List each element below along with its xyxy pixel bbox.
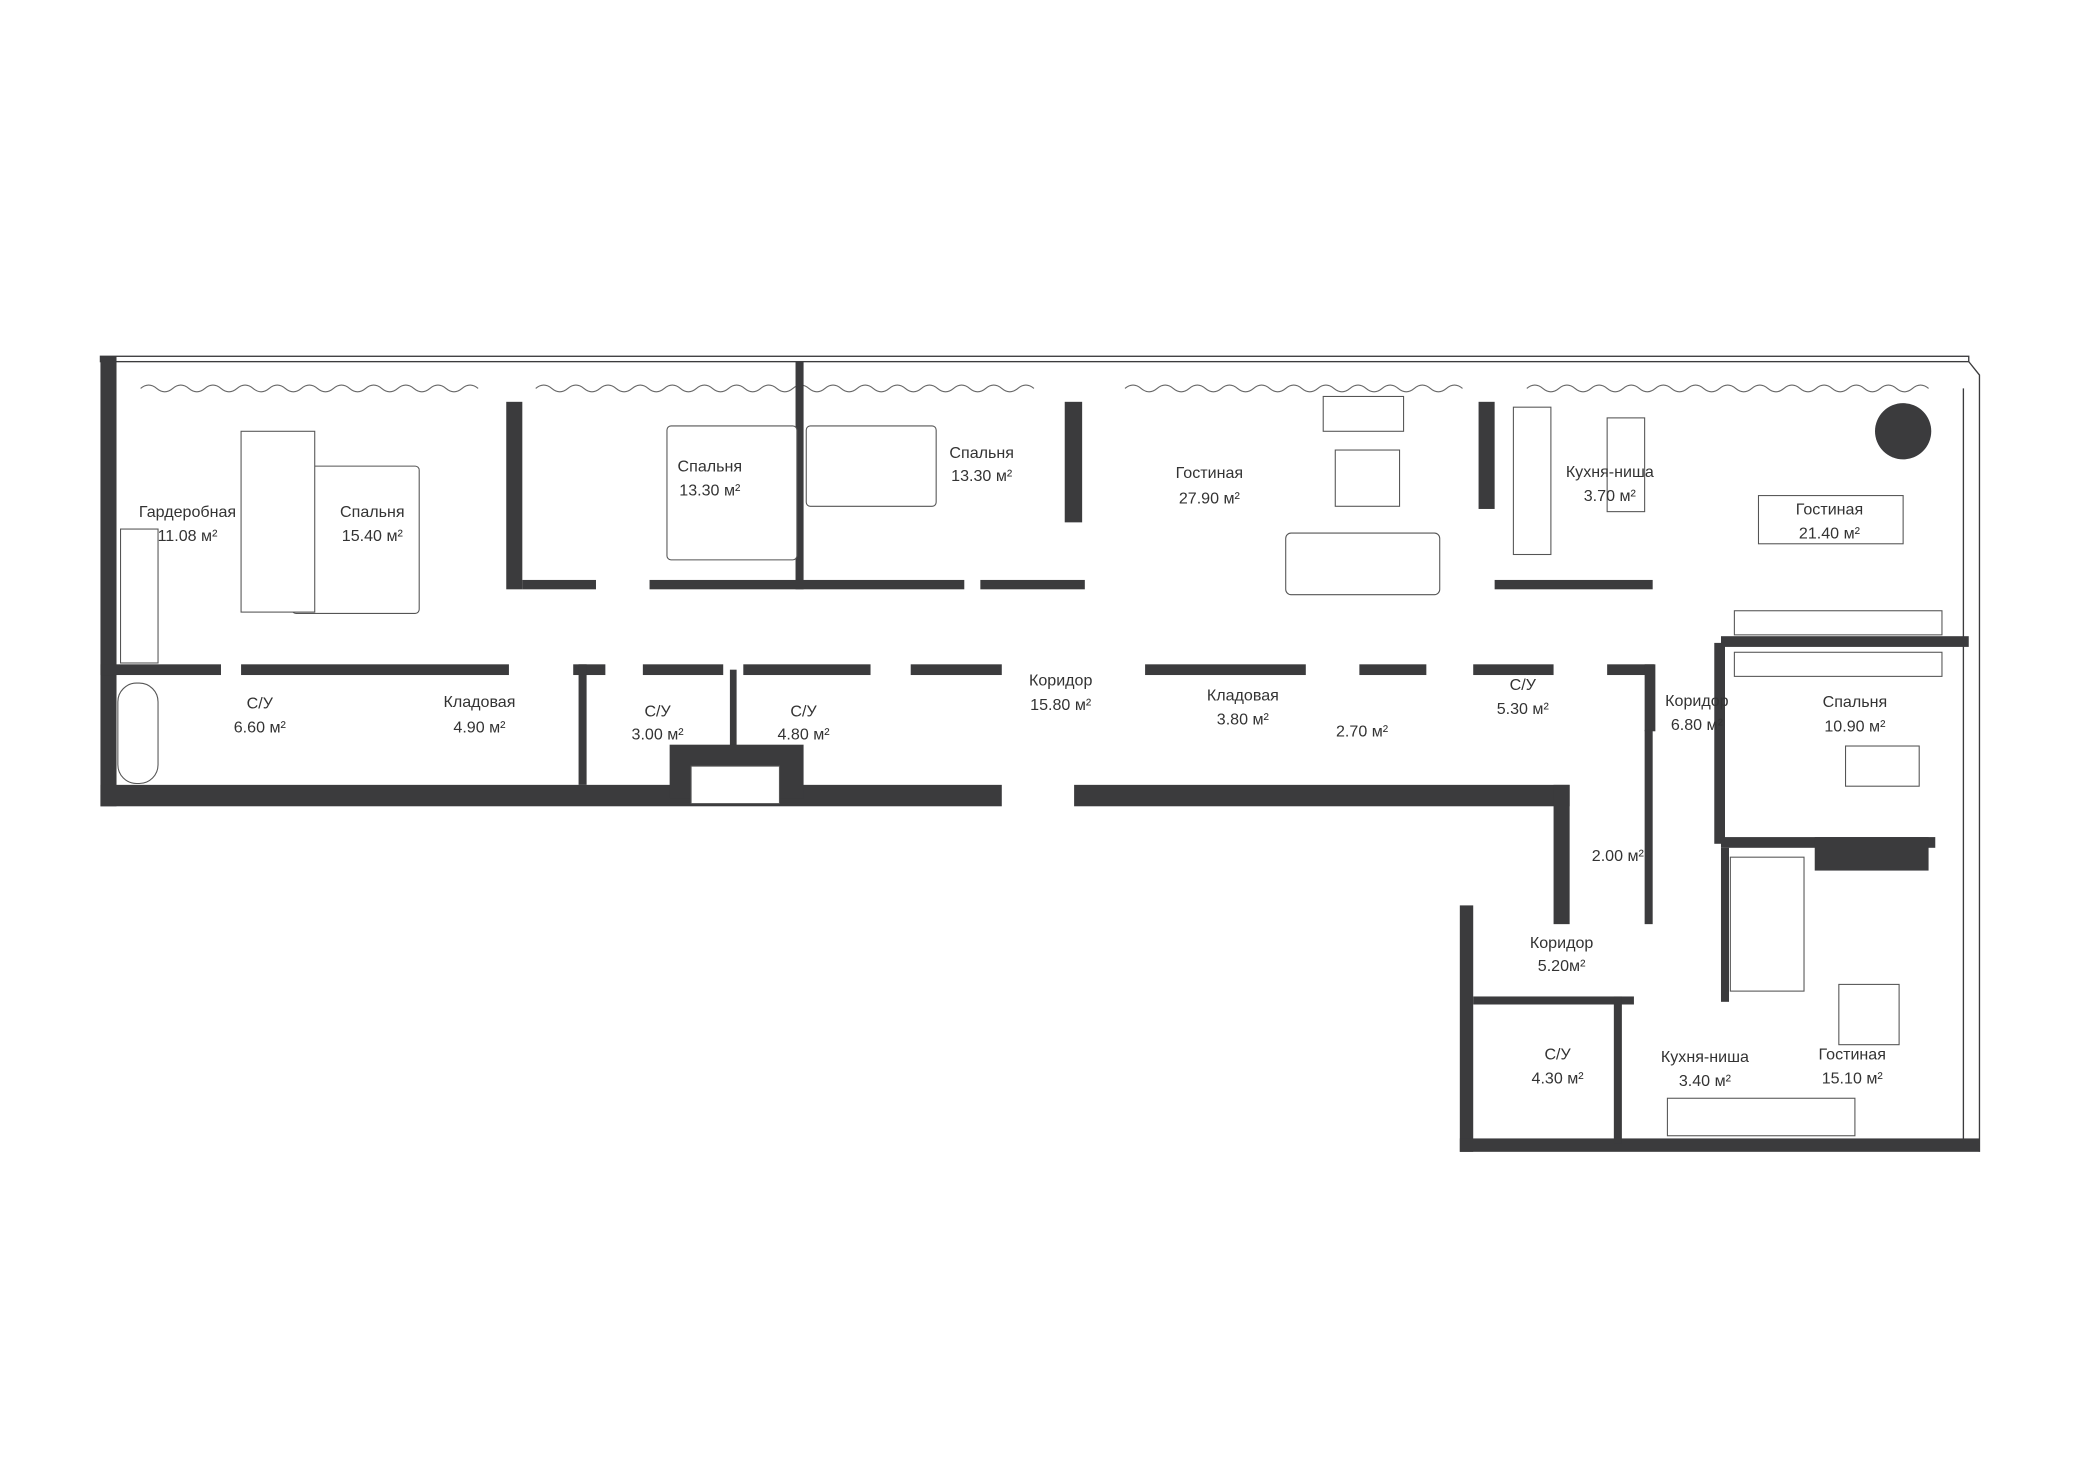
fridge-icon (1606, 417, 1646, 513)
room-area: 13.30 м² (679, 482, 741, 500)
room-area: 3.40 м² (1679, 1072, 1732, 1090)
wardrobe-icon (1733, 610, 1943, 636)
bed-icon (666, 425, 798, 561)
room-name: Коридор (1029, 672, 1093, 690)
room-area: 21.40 м² (1799, 524, 1861, 542)
room-name: Гостиная (1176, 464, 1243, 482)
room-area: 15.10 м² (1822, 1070, 1884, 1088)
room-name: С/У (1510, 676, 1537, 694)
table-icon (1334, 449, 1401, 507)
bathtub-icon (117, 682, 159, 785)
room-name: Гостиная (1796, 500, 1863, 518)
room-name: С/У (247, 695, 274, 713)
desk-icon (1845, 745, 1920, 787)
table-icon (1838, 983, 1900, 1046)
bed-icon (1729, 856, 1805, 992)
room-area: 10.90 м² (1824, 717, 1886, 735)
plant-icon (1875, 403, 1932, 460)
room-area: 3.80 м² (1217, 711, 1270, 729)
room-name: Кладовая (443, 693, 515, 711)
room-area: 4.80 м² (778, 725, 831, 743)
room-area: 3.00 м² (632, 725, 685, 743)
wardrobe-icon (240, 430, 316, 613)
room-area: 11.08 м² (158, 527, 219, 545)
room-area: 5.30 м² (1497, 700, 1550, 718)
furniture (117, 395, 1943, 1137)
room-name: Кухня-ниша (1661, 1048, 1749, 1066)
entrance-door-icon (690, 765, 780, 805)
bed-icon (805, 425, 937, 507)
room-name: Коридор (1530, 934, 1594, 952)
tv-icon (1322, 395, 1405, 432)
room-name: Спальня (949, 444, 1014, 462)
room-name: Гардеробная (139, 503, 236, 521)
room-area: 4.90 м² (453, 719, 506, 737)
room-area: 15.80 м² (1030, 696, 1092, 714)
room-name: Спальня (678, 457, 743, 475)
room-area: 4.30 м² (1532, 1070, 1585, 1088)
room-area: 2.70 м² (1336, 723, 1389, 741)
room-name: Спальня (340, 503, 405, 521)
room-area: 13.30 м² (951, 467, 1013, 485)
room-area: 6.80 м² (1671, 716, 1724, 734)
window-curtains (140, 384, 1929, 393)
room-name: Коридор (1665, 692, 1729, 710)
kitchen-counter-icon (1512, 406, 1552, 556)
room-area: 2.00 м² (1592, 847, 1645, 865)
kitchen-counter-icon (1666, 1097, 1856, 1137)
room-name: С/У (644, 703, 671, 721)
sofa-icon (1285, 532, 1441, 596)
room-area: 15.40 м² (342, 527, 404, 545)
room-labels: Гардеробная 11.08 м² Спальня 15.40 м² Сп… (139, 444, 1887, 1090)
wardrobe-icon (120, 528, 159, 664)
room-area: 3.70 м² (1584, 487, 1637, 505)
room-area: 6.60 м² (234, 719, 287, 737)
room-area: 5.20м² (1538, 957, 1586, 975)
room-name: Гостиная (1819, 1045, 1886, 1063)
dining-table-icon (1757, 495, 1904, 545)
room-name: С/У (790, 703, 817, 721)
wardrobe-icon (1733, 651, 1943, 677)
room-name: Кладовая (1207, 686, 1279, 704)
room-area: 27.90 м² (1179, 490, 1241, 508)
room-name: С/У (1544, 1045, 1571, 1063)
room-name: Спальня (1823, 693, 1888, 711)
room-name: Кухня-ниша (1566, 463, 1654, 481)
